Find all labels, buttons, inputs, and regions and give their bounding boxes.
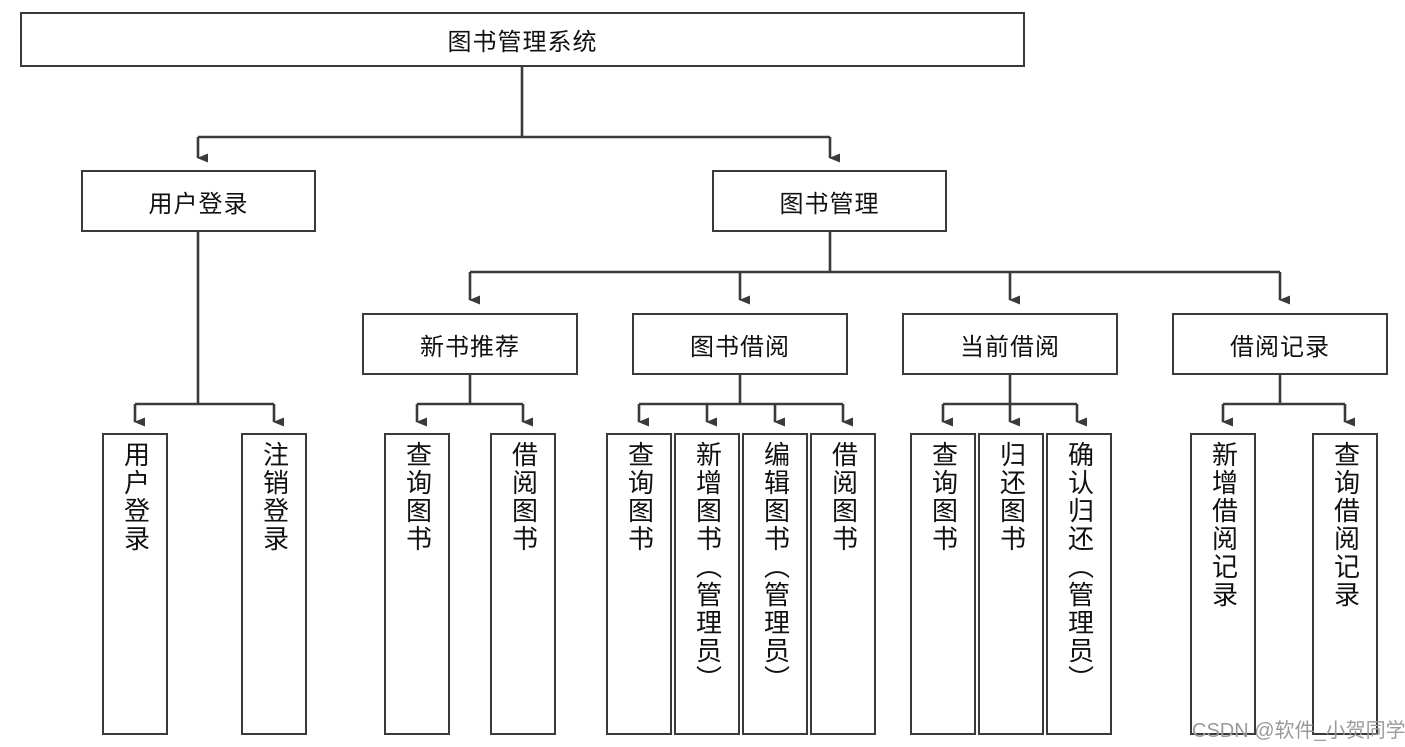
leaf-user-login-label: 用户登录 <box>120 441 151 553</box>
leaf-current-query-book-label: 查询图书 <box>928 441 959 553</box>
node-root-label: 图书管理系统 <box>447 29 598 56</box>
node-borrow-record[interactable]: 借阅记录 <box>1172 313 1388 375</box>
leaf-record-add[interactable]: 新增借阅记录 <box>1190 433 1256 735</box>
csdn-watermark: CSDN @软件_小贺同学 <box>1192 720 1405 742</box>
leaf-current-confirm-return-label: 确认归还（管理员） <box>1064 441 1095 693</box>
leaf-record-query[interactable]: 查询借阅记录 <box>1312 433 1378 735</box>
leaf-borrow-query-book-label: 查询图书 <box>624 441 655 553</box>
node-book-management[interactable]: 图书管理 <box>712 170 947 232</box>
leaf-recommend-borrow-book-label: 借阅图书 <box>508 441 539 553</box>
leaf-recommend-query-book-label: 查询图书 <box>402 441 433 553</box>
leaf-borrow-borrow-book[interactable]: 借阅图书 <box>810 433 876 735</box>
leaf-borrow-add-book-label: 新增图书（管理员） <box>692 441 723 693</box>
node-user-login-label: 用户登录 <box>148 190 249 218</box>
node-current-borrow-label: 当前借阅 <box>960 333 1060 361</box>
leaf-recommend-borrow-book[interactable]: 借阅图书 <box>490 433 556 735</box>
leaf-current-return-book[interactable]: 归还图书 <box>978 433 1044 735</box>
leaf-borrow-query-book[interactable]: 查询图书 <box>606 433 672 735</box>
leaf-borrow-edit-book[interactable]: 编辑图书（管理员） <box>742 433 808 735</box>
leaf-current-confirm-return[interactable]: 确认归还（管理员） <box>1046 433 1112 735</box>
leaf-current-query-book[interactable]: 查询图书 <box>910 433 976 735</box>
leaf-borrow-add-book[interactable]: 新增图书（管理员） <box>674 433 740 735</box>
leaf-user-logout-label: 注销登录 <box>259 441 290 553</box>
node-user-login[interactable]: 用户登录 <box>81 170 316 232</box>
leaf-borrow-edit-book-label: 编辑图书（管理员） <box>760 441 791 693</box>
leaf-record-query-label: 查询借阅记录 <box>1330 441 1361 609</box>
node-book-management-label: 图书管理 <box>779 190 880 218</box>
node-borrow-record-label: 借阅记录 <box>1230 333 1330 361</box>
node-new-book-recommend-label: 新书推荐 <box>420 333 520 361</box>
leaf-user-logout[interactable]: 注销登录 <box>241 433 307 735</box>
node-root[interactable]: 图书管理系统 <box>20 12 1025 67</box>
leaf-record-add-label: 新增借阅记录 <box>1208 441 1239 609</box>
leaf-current-return-book-label: 归还图书 <box>996 441 1027 553</box>
leaf-recommend-query-book[interactable]: 查询图书 <box>384 433 450 735</box>
node-book-borrow[interactable]: 图书借阅 <box>632 313 848 375</box>
leaf-user-login[interactable]: 用户登录 <box>102 433 168 735</box>
node-book-borrow-label: 图书借阅 <box>690 333 790 361</box>
node-current-borrow[interactable]: 当前借阅 <box>902 313 1118 375</box>
node-new-book-recommend[interactable]: 新书推荐 <box>362 313 578 375</box>
leaf-borrow-borrow-book-label: 借阅图书 <box>828 441 859 553</box>
